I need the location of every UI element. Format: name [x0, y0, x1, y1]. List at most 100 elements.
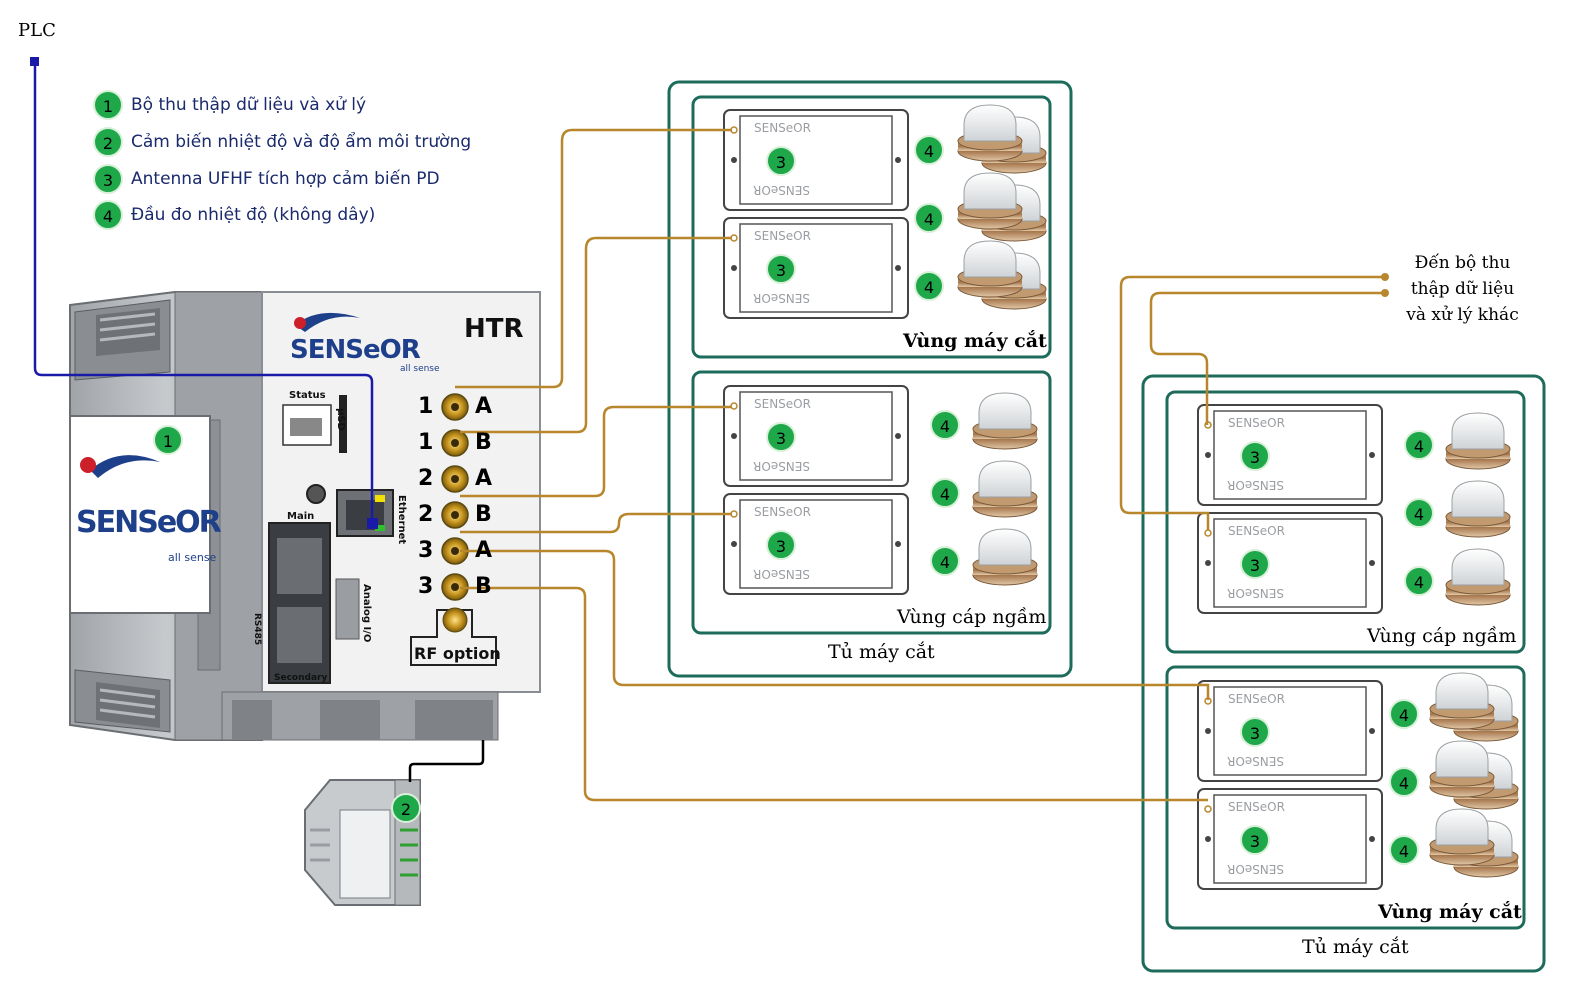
status-label: Status	[289, 390, 326, 401]
antenna-brand-rotated: SENSeOR	[1227, 754, 1284, 768]
htr-device	[69, 291, 541, 741]
left-cable-zone-label: Vùng cáp ngầm	[897, 606, 1047, 628]
rf-port-connectors	[441, 393, 469, 601]
sensor-badge: 4	[914, 203, 944, 233]
analog-label: Analog I/O	[361, 584, 372, 643]
antenna-brand: SENSeOR	[754, 121, 811, 135]
temperature-sensor	[957, 240, 1047, 310]
temperature-sensor	[957, 172, 1047, 242]
antenna-brand-rotated: SENSeOR	[1227, 586, 1284, 600]
port-letter: B	[475, 502, 492, 527]
reset-button[interactable]	[306, 484, 326, 504]
legend-text: Antenna UFHF tích hợp cảm biến PD	[131, 169, 440, 189]
antenna-unit: SENSeOR SENSeOR	[1197, 788, 1383, 890]
legend-item-4: 4 Đầu đo nhiệt độ (không dây)	[93, 198, 375, 232]
sensor-badge: 4	[1404, 566, 1434, 596]
antenna-badge: 3	[766, 530, 796, 560]
port-letter: A	[475, 394, 493, 419]
other-collector-line: Đến bộ thu	[1414, 253, 1511, 273]
device-badge-htr: 1	[153, 425, 183, 455]
psd-label: µSD	[335, 408, 346, 431]
legend-item-1: 1 Bộ thu thập dữ liệu và xử lý	[93, 88, 366, 122]
antenna-unit: SENSeOR SENSeOR	[723, 109, 909, 211]
sensor-badge: 4	[1389, 767, 1419, 797]
sensor-badge: 4	[1404, 430, 1434, 460]
antenna-brand-rotated: SENSeOR	[753, 567, 810, 581]
legend-badge: 2	[93, 127, 123, 157]
legend-text: Bộ thu thập dữ liệu và xử lý	[131, 95, 367, 115]
main-port[interactable]	[277, 538, 322, 594]
temperature-sensor	[1429, 740, 1519, 810]
temperature-sensor	[1445, 548, 1511, 606]
antenna-badge: 3	[766, 254, 796, 284]
antenna-brand: SENSeOR	[754, 229, 811, 243]
temperature-sensor	[972, 392, 1038, 450]
cable-2A	[460, 405, 732, 498]
port-number: 3	[418, 574, 434, 599]
antenna-unit: SENSeOR SENSeOR	[1197, 680, 1383, 782]
left-switchgear-zone-box	[691, 95, 1052, 359]
secondary-port[interactable]	[277, 607, 322, 663]
cable-3B	[460, 586, 1208, 802]
legend-item-3: 3 Antenna UFHF tích hợp cảm biến PD	[93, 162, 440, 196]
left-cabinet-box	[667, 80, 1073, 678]
antenna-badge: 3	[766, 422, 796, 452]
device-badge-sensor2: 2	[391, 793, 421, 823]
plc-cable	[33, 62, 374, 525]
secondary-label: Secondary	[274, 673, 328, 683]
sensor2-cable	[408, 740, 485, 782]
sensor-badge: 4	[914, 271, 944, 301]
antenna-brand-rotated: SENSeOR	[753, 183, 810, 197]
antenna-brand: SENSeOR	[1228, 692, 1285, 706]
sensor-badge: 4	[930, 478, 960, 508]
htr-side-logo-panel	[69, 415, 211, 614]
port-letter: A	[475, 538, 493, 563]
port-number: 3	[418, 538, 434, 563]
antenna-unit: SENSeOR SENSeOR	[723, 217, 909, 319]
htr-brand-side: SENSeOR	[76, 505, 222, 540]
antenna-brand-rotated: SENSeOR	[753, 291, 810, 305]
right-cable-zone-label: Vùng cáp ngầm	[1367, 625, 1517, 647]
other-collector-line: thập dữ liệu	[1410, 279, 1515, 299]
left-cabinet-label: Tủ máy cắt	[828, 641, 935, 663]
cable-other-2	[1149, 291, 1385, 425]
right-cabinet-label: Tủ máy cắt	[1302, 936, 1409, 958]
legend-text: Đầu đo nhiệt độ (không dây)	[131, 205, 376, 225]
right-cable-zone-box	[1165, 390, 1526, 654]
port-number: 1	[418, 394, 434, 419]
main-label: Main	[287, 511, 315, 522]
port-letter: B	[475, 574, 492, 599]
rf-option-connector[interactable]	[442, 607, 468, 633]
htr-tagline-front: all sense	[400, 364, 440, 374]
sensor-badge: 4	[930, 410, 960, 440]
sensor-badge: 4	[1389, 835, 1419, 865]
cables	[30, 57, 1389, 802]
antenna-brand-rotated: SENSeOR	[1227, 862, 1284, 876]
right-switchgear-zone-box	[1165, 665, 1526, 930]
analog-terminal[interactable]	[335, 578, 360, 640]
antenna-brand: SENSeOR	[1228, 800, 1285, 814]
temperature-sensor	[1445, 412, 1511, 470]
port-number: 2	[418, 466, 434, 491]
temperature-sensors	[957, 104, 1519, 878]
antenna-badge: 3	[1240, 441, 1270, 471]
legend-badge: 1	[93, 90, 123, 120]
sensor-badge: 4	[1404, 498, 1434, 528]
antenna-brand-rotated: SENSeOR	[1227, 478, 1284, 492]
temperature-sensor	[957, 104, 1047, 174]
zone-boxes	[667, 80, 1546, 973]
rf-option-label: RF option	[414, 644, 501, 663]
port-letter: B	[475, 430, 492, 455]
antenna-badge: 3	[1240, 549, 1270, 579]
other-collector-label: Đến bộ thu thập dữ liệu và xử lý khác	[1390, 250, 1535, 328]
port-letter: A	[475, 466, 493, 491]
antenna-brand: SENSeOR	[1228, 416, 1285, 430]
htr-model: HTR	[464, 314, 524, 344]
right-cabinet-box	[1141, 374, 1546, 973]
cable-1B	[460, 236, 732, 434]
sensor-badge: 4	[914, 135, 944, 165]
temperature-sensor	[972, 460, 1038, 518]
antenna-unit: SENSeOR SENSeOR	[1197, 404, 1383, 506]
